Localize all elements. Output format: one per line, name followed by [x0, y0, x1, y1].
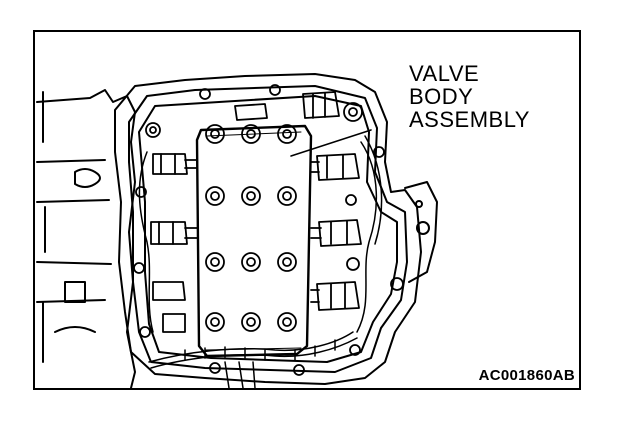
plate-bolt: [241, 312, 261, 332]
top-connector: [234, 91, 340, 121]
plate-bolt: [241, 124, 261, 144]
plate-bolt-head: [210, 191, 220, 201]
solenoid-valves-right: [310, 153, 362, 311]
plate-bolt-head: [246, 257, 256, 267]
plate-bolt: [277, 312, 297, 332]
plate-bolt: [205, 124, 225, 144]
valve-body-bolts: [205, 124, 297, 332]
case-bolts: [133, 84, 404, 376]
plate-bolt: [205, 252, 225, 272]
plate-bolt-head: [282, 317, 292, 327]
diagram-frame: VALVE BODY ASSEMBLY AC001860AB: [33, 30, 581, 390]
plate-bolt: [205, 186, 225, 206]
plate-bolt-head: [282, 129, 292, 139]
callout-leader-line: [290, 129, 372, 157]
plate-bolt-head: [210, 317, 220, 327]
plate-bolt: [241, 252, 261, 272]
case-outline: [114, 73, 422, 385]
plate-bolt-head: [282, 191, 292, 201]
plate-bolt: [277, 186, 297, 206]
figure-id: AC001860AB: [478, 367, 575, 384]
plate-bolt: [205, 312, 225, 332]
plate-bolt-head: [210, 257, 220, 267]
transmission-illustration: [36, 73, 438, 388]
plate-bolt-head: [246, 191, 256, 201]
right-bracket: [404, 181, 438, 283]
wiring-harness: [138, 135, 383, 388]
valve-body-plate: [195, 124, 313, 358]
plate-bolt: [277, 124, 297, 144]
solenoid-valves-left: [150, 153, 198, 333]
plate-bolt-head: [210, 129, 220, 139]
plate-bolt: [277, 252, 297, 272]
plate-bolt-head: [282, 257, 292, 267]
valve-body-assembly-label: VALVE BODY ASSEMBLY: [409, 61, 530, 132]
plate-bolt: [241, 186, 261, 206]
plate-bolt-head: [246, 317, 256, 327]
plate-bolt-head: [246, 129, 256, 139]
